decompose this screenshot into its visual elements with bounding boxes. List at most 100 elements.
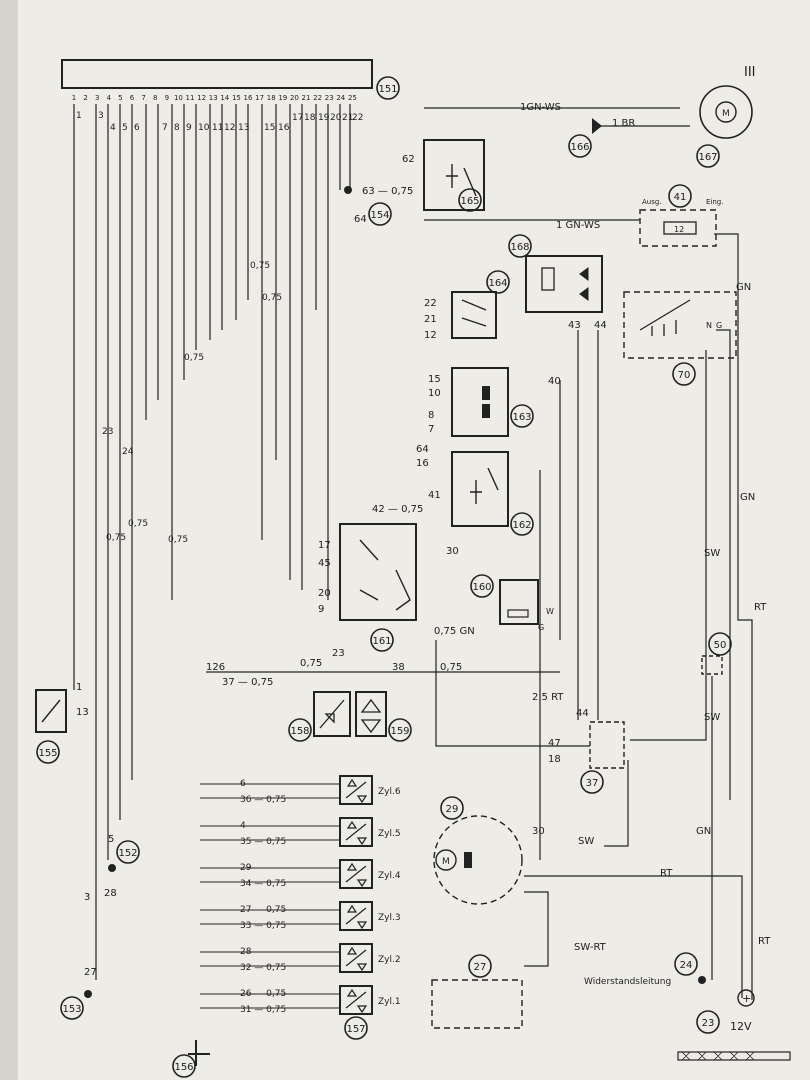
component-23-badge — [696, 1010, 720, 1034]
component-70-badge — [672, 362, 696, 386]
relay-162-wire-64: 64 — [416, 444, 429, 455]
connector-151-badge — [376, 76, 400, 100]
component-163-number: 163 — [512, 412, 531, 423]
motor-167-core — [715, 101, 737, 123]
battery-strap-hatch — [681, 1051, 755, 1061]
component-70: 70 N G — [623, 291, 737, 386]
component-156-number: 156 — [174, 1062, 193, 1073]
sensor-163-wire-15: 15 — [428, 374, 441, 385]
wire-label-25: 0,75 — [184, 353, 204, 363]
wire-label-1: 3 — [98, 111, 104, 121]
wire-label-37: 37 — 0,75 — [222, 677, 273, 688]
starter-29-solenoid — [464, 852, 472, 868]
component-162-number: 162 — [512, 520, 531, 531]
cylinder-5-label: Zyl.5 — [378, 829, 401, 839]
sensor-160-resistor — [507, 609, 529, 618]
component-27-number: 27 — [474, 962, 487, 973]
relay-162-body — [451, 451, 509, 527]
sensor-159-body — [355, 691, 387, 737]
connector-151-pin-12: 12 — [197, 94, 206, 102]
cylinder-1-label: Zyl.1 — [378, 997, 401, 1007]
wire-label-27: 0,75 — [250, 261, 270, 271]
relay-161-wire-17: 17 — [318, 540, 331, 551]
component-158: 158 — [288, 691, 351, 742]
sensor-163-wire-8: 8 — [428, 410, 434, 421]
relay-168-body — [525, 255, 603, 313]
component-164-number: 164 — [488, 278, 507, 289]
cylinder-2-wire-b: 32 — 0,75 — [240, 963, 286, 973]
connector-151-pin-3: 3 — [95, 94, 99, 102]
cylinder-6-label: Zyl.6 — [378, 787, 401, 797]
wire-label-17: 20 — [330, 113, 342, 123]
wire-label-18: 21 — [342, 113, 353, 123]
resistor-41-out-label: Ausg. — [642, 198, 662, 206]
sensor-160-body — [499, 579, 539, 625]
injector-3-symbol — [345, 904, 368, 930]
cylinder-5-wire-b: 35 — 0,75 — [240, 837, 286, 847]
resistor-41-value: 12 — [674, 225, 684, 234]
component-161-number: 161 — [372, 636, 391, 647]
sensor-160-pin-w: W — [546, 607, 554, 616]
connector-151-pin-16: 16 — [244, 94, 253, 102]
connector-151-pin-22: 22 — [313, 94, 322, 102]
starter-29-m-symbol: M — [442, 857, 450, 867]
wire-label-3: 3 — [84, 892, 90, 903]
component-41: 12 41 Ausg. Eing. — [639, 184, 723, 247]
component-160-number: 160 — [472, 582, 491, 593]
relay-165-wire-63: 63 — 0,75 — [362, 186, 413, 197]
component-162: 162 64 16 41 42 — 0,75 — [372, 444, 534, 536]
resistor-41-in-label: Eing. — [706, 198, 723, 206]
resistor-41-element — [663, 221, 697, 235]
component-152: 152 — [108, 840, 140, 872]
wire-label-13: 16 — [278, 123, 290, 133]
wire-label-sw-rt: SW-RT — [574, 942, 607, 953]
starter-29-body — [433, 815, 523, 905]
component-70-number: 70 — [678, 370, 691, 381]
wire-label-gn-2: GN — [740, 492, 755, 503]
sensor-160-pin-g: G — [538, 623, 544, 632]
component-153-badge — [60, 996, 84, 1020]
wire-label-155-13: 13 — [76, 707, 89, 718]
component-29-badge — [440, 796, 464, 820]
connector-151-pin-10: 10 — [174, 94, 183, 102]
sensor-159-symbol — [360, 698, 382, 734]
component-23-number: 23 — [702, 1018, 715, 1029]
component-37: 37 44 47 18 — [548, 708, 625, 794]
sensor-155-body — [35, 689, 67, 733]
component-154-number: 154 — [370, 210, 389, 221]
battery-plus — [737, 989, 755, 1007]
component-160-badge — [470, 574, 494, 598]
cylinder-6-wire-b: 36 — 0,75 — [240, 795, 286, 805]
connector-151-pin-13: 13 — [209, 94, 218, 102]
wire-label-10: 12 — [224, 123, 235, 133]
switch-70-pin-g: G — [716, 321, 722, 330]
sensor-163-wire-10: 10 — [428, 388, 441, 399]
wire-label-43: 43 — [568, 320, 581, 331]
component-50: 50 — [701, 632, 732, 675]
battery-plus-sign: + — [742, 992, 751, 1005]
component-167-badge — [696, 144, 720, 168]
connector-151-pin-19: 19 — [278, 94, 287, 102]
wire-label-2-5-rt: 2,5 RT — [532, 692, 564, 703]
connector-151-pin-23: 23 — [325, 94, 334, 102]
sensor-158-body — [313, 691, 351, 737]
wire-label-12: 15 — [264, 123, 275, 133]
switch-37-box — [589, 721, 625, 769]
component-159-number: 159 — [390, 726, 409, 737]
switch-70-box — [623, 291, 737, 359]
component-154-badge — [368, 202, 392, 226]
component-27: 27 — [431, 954, 523, 1029]
wire-label-24: 0,75 — [168, 535, 188, 545]
connector-151-pin-1: 1 — [72, 94, 76, 102]
connector-151-pin-15: 15 — [232, 94, 241, 102]
relay-162-wire-42: 42 — 0,75 — [372, 504, 423, 515]
component-154: 154 — [344, 186, 392, 226]
wire-label-rt-1: RT — [754, 602, 767, 613]
